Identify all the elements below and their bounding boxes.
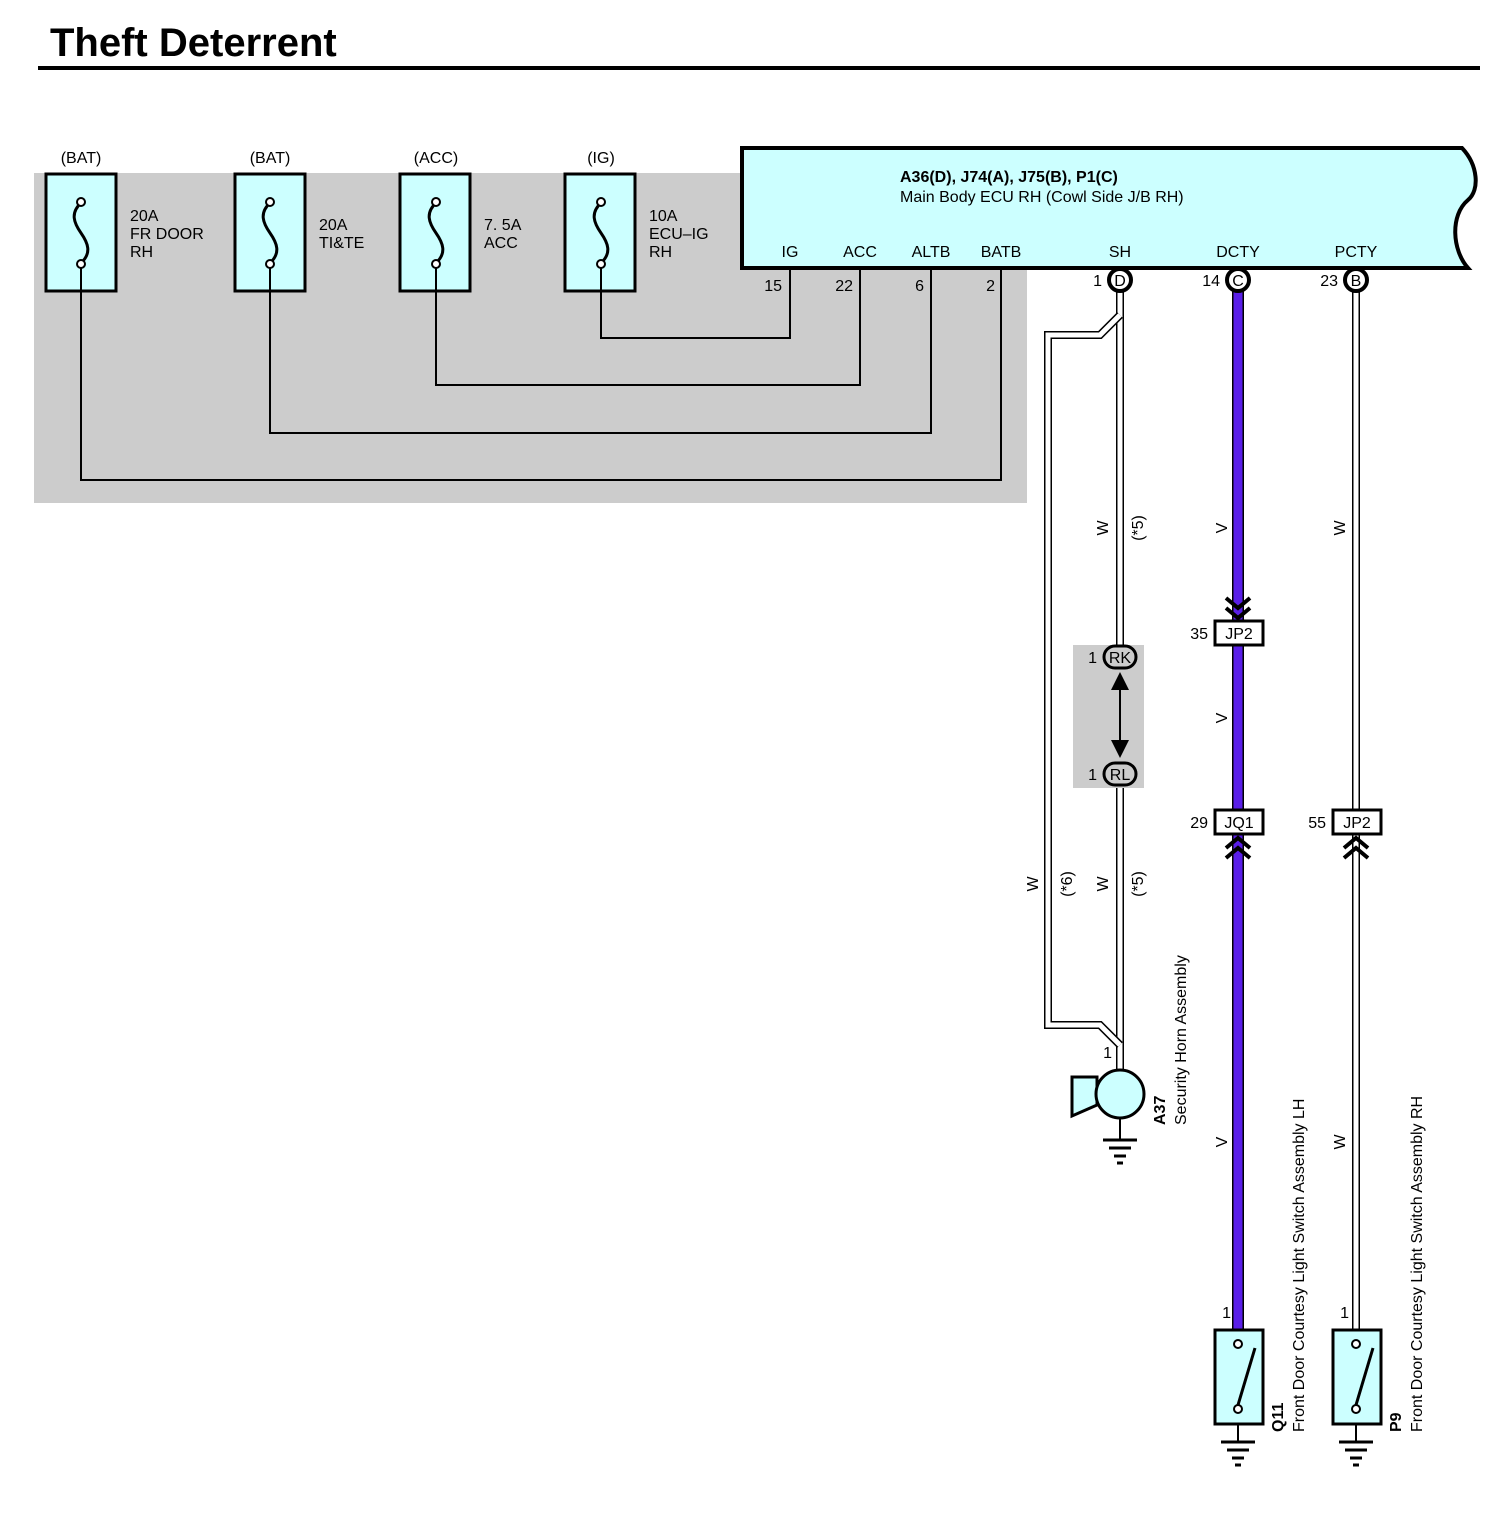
- ecu-connectors: A36(D), J74(A), J75(B), P1(C): [900, 169, 1118, 186]
- fuse-name: TI&TE: [319, 235, 364, 252]
- fuse-icon: [72, 201, 90, 265]
- fuse-name: ECU–IG: [649, 226, 709, 243]
- ground-icon: [1221, 1440, 1255, 1467]
- wire-color-label: W: [1332, 1134, 1349, 1150]
- wire-color-label: W: [1095, 876, 1112, 892]
- switch-icon: [1354, 1347, 1375, 1406]
- ground-icon: [1103, 1138, 1137, 1165]
- connector-pin-pcty: 23 B: [1320, 267, 1369, 293]
- fuse-wiring: [80, 268, 1002, 481]
- terminal-label-pcty: PCTY: [1335, 244, 1378, 261]
- chevron-up-icon: [1342, 835, 1370, 860]
- pin-number: 2: [986, 278, 995, 295]
- fuse-rating: 20A: [319, 217, 348, 234]
- page-title: Theft Deterrent: [50, 21, 337, 65]
- component-code: P9: [1388, 1412, 1405, 1432]
- ground-icon: [1339, 1440, 1373, 1467]
- note-label: (*5): [1130, 871, 1147, 897]
- joint-pin: 29: [1190, 815, 1208, 832]
- terminal-label-dcty: DCTY: [1216, 244, 1260, 261]
- fuse-rating: 10A: [649, 208, 678, 225]
- connector-rk-rl: RK 1 RL 1: [1073, 644, 1144, 788]
- switch-q11: 1 Q11 Front Door Courtesy Light Switch A…: [1213, 1099, 1308, 1467]
- wire-color-label: W: [1025, 876, 1042, 892]
- component-name: Front Door Courtesy Light Switch Assembl…: [1291, 1099, 1308, 1432]
- joint-label: JP2: [1343, 815, 1371, 832]
- wire-color-label: V: [1214, 1136, 1231, 1147]
- wire-altb: [269, 268, 932, 434]
- joint-label-rk: RK: [1109, 650, 1132, 667]
- main-body-ecu: A36(D), J74(A), J75(B), P1(C) Main Body …: [740, 146, 1478, 270]
- connector-jp2-55: JP2 55: [1308, 808, 1383, 860]
- component-name: Security Horn Assembly: [1173, 955, 1190, 1125]
- joint-pin: 35: [1190, 626, 1208, 643]
- pin-number: 22: [835, 278, 853, 295]
- arrow-up-icon: [1111, 672, 1129, 690]
- joint-pin-rl: 1: [1088, 767, 1097, 784]
- wire-color-label: V: [1214, 712, 1231, 723]
- pin-number: 14: [1202, 273, 1220, 290]
- fuse-source-label: (BAT): [250, 150, 291, 167]
- switch-pin: 1: [1222, 1305, 1231, 1322]
- ecu-name: Main Body ECU RH (Cowl Side J/B RH): [900, 189, 1184, 206]
- pin-number: 15: [764, 278, 782, 295]
- terminal-label-ig: IG: [782, 244, 799, 261]
- title-rule: [38, 66, 1480, 70]
- component-name: Front Door Courtesy Light Switch Assembl…: [1409, 1096, 1426, 1432]
- pin-number: 6: [915, 278, 924, 295]
- connector-letter: C: [1232, 273, 1244, 290]
- fuse-rating: 20A: [130, 208, 159, 225]
- horn-pin: 1: [1103, 1045, 1112, 1062]
- security-horn: 1 A37 Security Horn Assembly: [1070, 955, 1190, 1165]
- connector-letter: B: [1351, 273, 1362, 290]
- note-label: (*6): [1059, 871, 1076, 897]
- pin-number: 1: [1093, 273, 1102, 290]
- ecu-box: [740, 146, 1478, 270]
- joint-label: JQ1: [1224, 815, 1253, 832]
- wire-color-label: W: [1332, 520, 1349, 536]
- fuse-source-label: (ACC): [414, 150, 458, 167]
- terminal-label-acc: ACC: [843, 244, 877, 261]
- fuse-name-2: RH: [649, 244, 672, 261]
- component-code: A37: [1152, 1096, 1169, 1125]
- fuse-icon: [427, 201, 445, 265]
- terminal-label-sh: SH: [1109, 244, 1131, 261]
- fuse-name: ACC: [484, 235, 518, 252]
- terminal-label-batb: BATB: [981, 244, 1022, 261]
- joint-label: JP2: [1225, 626, 1253, 643]
- wire-batb: [80, 268, 1002, 481]
- connector-pin-dcty: 14 C: [1202, 267, 1251, 293]
- fuse-source-label: (IG): [587, 150, 615, 167]
- terminal-label-altb: ALTB: [912, 244, 951, 261]
- fuse-icon: [261, 201, 279, 265]
- wire-ig: [600, 268, 791, 339]
- fuse-name-2: RH: [130, 244, 153, 261]
- switch-p9: 1 P9 Front Door Courtesy Light Switch As…: [1331, 1096, 1426, 1467]
- joint-pin-rk: 1: [1088, 650, 1097, 667]
- connector-jq1-29: JQ1 29: [1190, 808, 1265, 860]
- wire-color-label: W: [1095, 520, 1112, 536]
- joint-pin: 55: [1308, 815, 1326, 832]
- wire-acc: [435, 268, 861, 386]
- pin-number: 23: [1320, 273, 1338, 290]
- connector-jp2-35: JP2 35: [1190, 596, 1265, 647]
- chevron-down-icon: [1224, 596, 1252, 621]
- arrow-down-icon: [1111, 740, 1129, 758]
- fuse-icon: [592, 201, 610, 265]
- switch-pin: 1: [1340, 1305, 1349, 1322]
- fuse-source-label: (BAT): [61, 150, 102, 167]
- horn-icon: [1070, 1075, 1099, 1119]
- component-code: Q11: [1270, 1403, 1287, 1432]
- chevron-up-icon: [1224, 835, 1252, 860]
- wire-sh: [1044, 290, 1124, 1070]
- fuse-name: FR DOOR: [130, 226, 204, 243]
- wire-color-label: V: [1214, 522, 1231, 533]
- switch-icon: [1236, 1347, 1257, 1406]
- note-label: (*5): [1130, 515, 1147, 541]
- fuse-rating: 7. 5A: [484, 217, 522, 234]
- joint-label-rl: RL: [1110, 767, 1131, 784]
- connector-letter: D: [1114, 273, 1126, 290]
- connector-pin-sh: 1 D: [1093, 267, 1133, 293]
